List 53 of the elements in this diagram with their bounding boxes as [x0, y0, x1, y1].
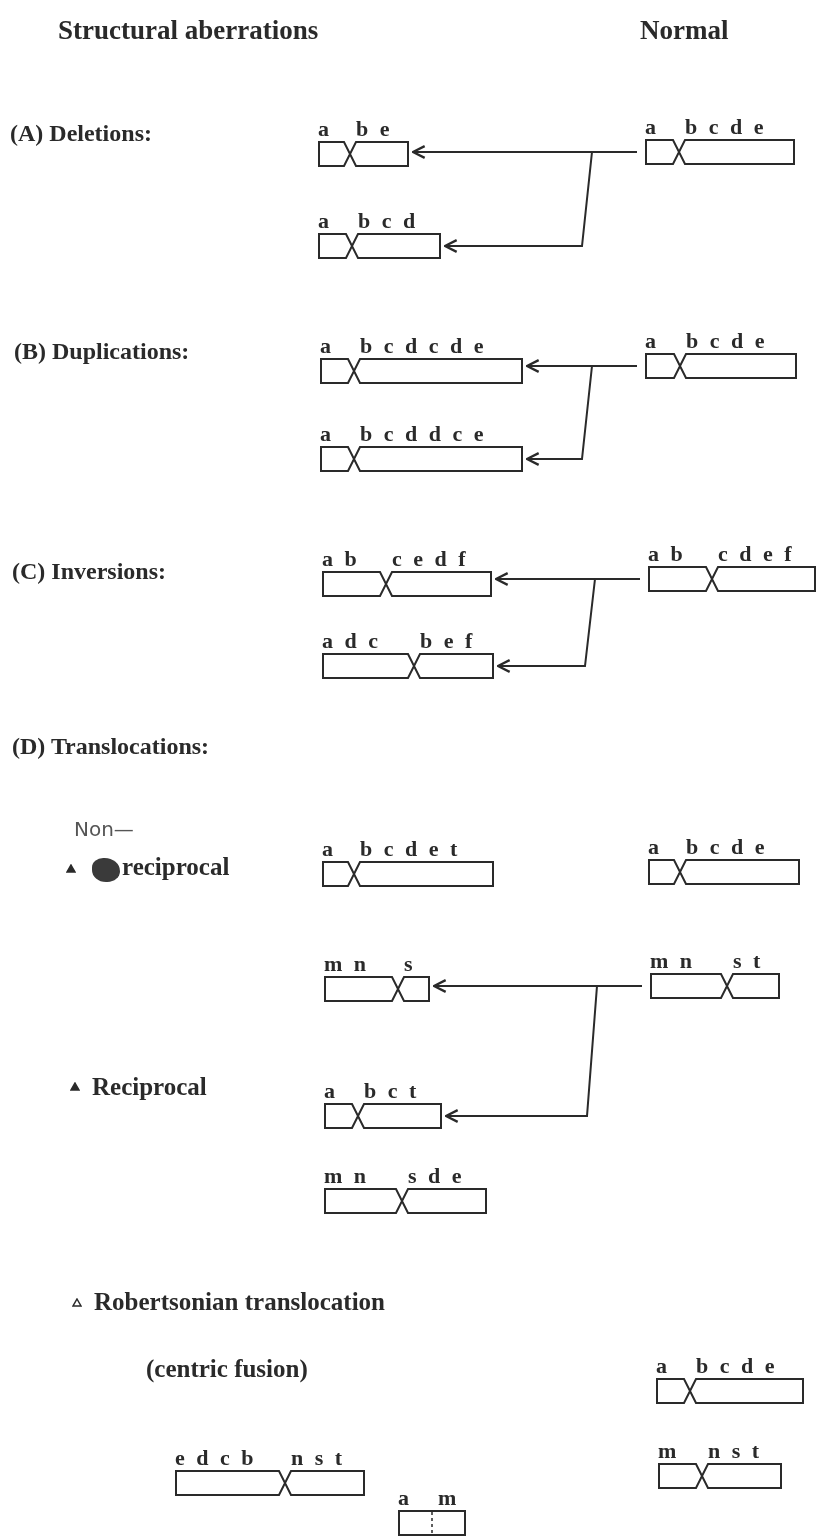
gene-label: m [438, 1487, 460, 1509]
gene-label: c d e f [718, 543, 795, 565]
gene-label: n s t [708, 1440, 763, 1462]
gene-label: s [404, 953, 416, 975]
gene-label: b c d e [686, 330, 768, 352]
gene-label: b c d e t [360, 838, 461, 860]
section-heading: (D) Translocations: [12, 733, 210, 760]
gene-label: b c d e [686, 836, 768, 858]
gene-label: a d c [322, 630, 381, 652]
gene-label: e d c b [175, 1447, 257, 1469]
gene-label: a b [648, 543, 686, 565]
gene-label: b c d [358, 210, 419, 232]
gene-label: a b [322, 548, 360, 570]
section-heading: (C) Inversions: [12, 558, 166, 585]
gene-label: b e f [420, 630, 476, 652]
gene-label: m n [324, 953, 370, 975]
gene-label: a [320, 335, 334, 357]
column-heading: Normal [640, 16, 729, 46]
gene-label: m n [650, 950, 696, 972]
column-heading: Structural aberrations [58, 16, 319, 46]
gene-label: b e [356, 118, 393, 140]
gene-label: a [322, 838, 336, 860]
item-label: Robertsonian translocation [94, 1288, 385, 1316]
arrow [444, 985, 643, 1123]
gene-label: a [645, 116, 659, 138]
gene-label: b c d e [685, 116, 767, 138]
gene-label: s t [733, 950, 764, 972]
section-heading: (B) Duplications: [14, 338, 190, 365]
gene-label: n s t [291, 1447, 346, 1469]
gene-label: b c d d c e [360, 423, 487, 445]
gene-label: a [645, 330, 659, 352]
gene-label: b c d e [696, 1355, 778, 1377]
gene-label: a [398, 1487, 412, 1509]
gene-label: s d e [408, 1165, 465, 1187]
handwritten-note: Non— [74, 818, 134, 840]
gene-label: a [318, 210, 332, 232]
section-heading: (A) Deletions: [10, 120, 152, 147]
gene-label: m n [324, 1165, 370, 1187]
item-label: Reciprocal [92, 1073, 207, 1101]
gene-label: b c d c d e [360, 335, 487, 357]
arrow [496, 578, 641, 673]
gene-label: a [656, 1355, 670, 1377]
gene-label: a [320, 423, 334, 445]
arrow [443, 151, 638, 253]
gene-label: b c t [364, 1080, 420, 1102]
gene-label: a [324, 1080, 338, 1102]
gene-label: a [648, 836, 662, 858]
item-label: reciprocal [122, 853, 230, 881]
gene-label: c e d f [392, 548, 469, 570]
item-label: (centric fusion) [146, 1355, 308, 1383]
gene-label: a [318, 118, 332, 140]
gene-label: m [658, 1440, 680, 1462]
arrow [525, 365, 638, 466]
